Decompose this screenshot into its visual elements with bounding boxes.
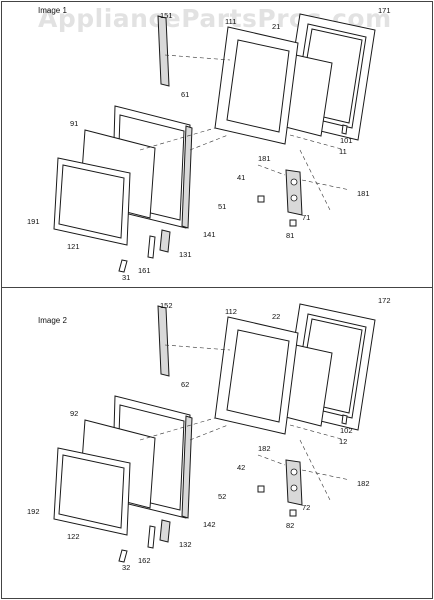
part-number-label: 162 [138,556,151,565]
part-number-label: 172 [378,296,391,305]
panel-divider [2,287,432,288]
latch-spring [147,235,156,259]
part-number-label: 21 [272,22,280,31]
assembly-line [299,149,331,211]
assembly-line [189,424,229,441]
assembly-line [189,134,229,151]
part-number-label: 72 [302,503,310,512]
part-number-label: 12 [339,437,347,446]
hinge-pin [290,468,298,476]
part-number-label: 112 [225,307,237,316]
part-number-label: 62 [181,380,189,389]
door-frame-inner [226,329,290,423]
panel-title-image-2: Image 2 [38,316,67,325]
part-number-label: 82 [286,521,294,530]
outer-door-panel [53,447,131,536]
part-number-label: 61 [181,90,189,99]
part-number-label: 122 [67,532,80,541]
assembly-line [139,417,216,441]
part-number-label: 132 [179,540,192,549]
hinge-pin [290,484,298,492]
assembly-line [257,454,286,466]
assembly-line [301,469,351,481]
side-trim-strip [157,15,170,87]
hook-part [118,549,128,563]
part-number-label: 171 [378,6,391,15]
part-number-label: 22 [272,312,280,321]
assembly-line [164,54,231,61]
part-number-label: 31 [122,273,130,282]
hinge-bracket [285,459,303,506]
part-number-label: 191 [27,217,40,226]
part-number-label: 52 [218,492,226,501]
assembly-line [139,127,216,151]
part-number-label: 142 [203,520,216,529]
part-number-label: 181 [357,189,370,198]
hinge-pin [290,178,298,186]
part-number-label: 182 [258,444,271,453]
assembly-line [299,439,331,501]
latch-spring [147,525,156,549]
panel-title-image-1: Image 1 [38,6,67,15]
outer-door-window [58,164,125,239]
assembly-line [289,424,346,441]
assembly-line [164,344,231,351]
latch-bracket [159,519,171,543]
part-number-label: 111 [225,17,236,26]
part-number-label: 102 [340,426,353,435]
clip-81 [289,509,297,517]
assembly-line [289,134,346,151]
part-number-label: 101 [340,136,353,145]
part-number-label: 152 [160,301,173,310]
hinge-bracket [285,169,303,216]
assembly-line [301,179,351,191]
part-number-label: 32 [122,563,130,572]
part-number-label: 42 [237,463,245,472]
door-frame-inner [226,39,290,133]
panel-1: 151 111 171 21 61 91 101 11 181 41 181 51 71 191 121 14… [27,6,391,282]
part-number-label: 11 [339,147,347,156]
small-clip [341,414,348,425]
part-number-label: 182 [357,479,370,488]
part-number-label: 192 [27,507,40,516]
part-number-label: 121 [67,242,80,251]
part-number-label: 131 [179,250,192,259]
inner-door-edge [181,415,193,519]
part-number-label: 151 [160,11,173,20]
part-number-label: 181 [258,154,271,163]
assembly-line [257,164,286,176]
part-number-label: 71 [302,213,310,222]
small-clip [341,124,348,135]
part-number-label: 81 [286,231,294,240]
clip-81 [289,219,297,227]
inner-door-edge [181,125,193,229]
side-trim-strip [157,305,170,377]
panel-2: 152 112 172 22 62 92 102 12 182 42 182 52 72 192 122 14… [27,296,391,572]
outer-door-panel [53,157,131,246]
outer-door-window [58,454,125,529]
hook-part [118,259,128,273]
part-number-label: 92 [70,409,78,418]
part-number-label: 161 [138,266,151,275]
screw-51 [257,485,265,493]
hinge-pin [290,194,298,202]
part-number-label: 51 [218,202,226,211]
part-number-label: 91 [70,119,78,128]
part-number-label: 41 [237,173,245,182]
screw-51 [257,195,265,203]
latch-bracket [159,229,171,253]
part-number-label: 141 [203,230,216,239]
